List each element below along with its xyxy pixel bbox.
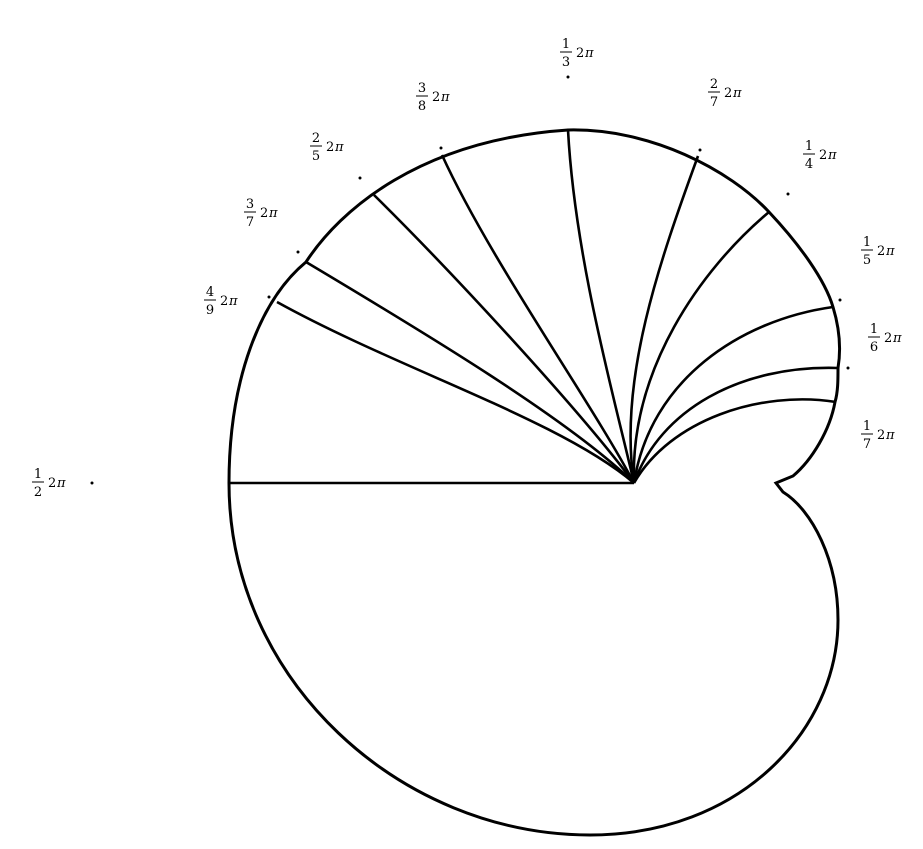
svg-text:2: 2 [884, 331, 892, 346]
label-sixth: 1 6 2 π [868, 322, 902, 355]
spoke-three-eighth [440, 154, 636, 484]
svg-text:π: π [584, 46, 594, 61]
svg-text:2: 2 [819, 148, 827, 163]
svg-text:π: π [228, 294, 238, 309]
svg-text:7: 7 [246, 215, 254, 230]
svg-text:7: 7 [710, 95, 718, 110]
svg-text:4: 4 [206, 285, 214, 300]
svg-text:π: π [885, 244, 895, 259]
svg-text:π: π [827, 148, 837, 163]
label-half: 1 2 2 π [32, 467, 66, 500]
label-two-fifth: 2 5 2 π [310, 131, 344, 164]
svg-text:4: 4 [805, 157, 813, 172]
svg-text:2: 2 [877, 244, 885, 259]
svg-text:1: 1 [863, 235, 871, 250]
svg-text:9: 9 [206, 303, 214, 318]
svg-text:1: 1 [805, 139, 813, 154]
label-seventh: 1 7 2 π [861, 419, 895, 452]
svg-text:2: 2 [710, 77, 718, 92]
svg-text:π: π [732, 86, 742, 101]
svg-text:6: 6 [870, 340, 878, 355]
svg-text:8: 8 [418, 99, 426, 114]
spoke-two-seventh [629, 155, 700, 484]
shell-outline [227, 128, 842, 837]
svg-text:2: 2 [877, 428, 885, 443]
svg-text:1: 1 [34, 467, 42, 482]
spokes [229, 129, 839, 485]
svg-text:π: π [268, 206, 278, 221]
svg-text:1: 1 [870, 322, 878, 337]
spoke-quarter [632, 211, 770, 484]
svg-text:2: 2 [312, 131, 320, 146]
svg-text:2: 2 [432, 90, 440, 105]
spoke-sixth [632, 366, 839, 484]
spoke-fifth [632, 305, 834, 484]
svg-text:π: π [885, 428, 895, 443]
spoke-four-ninth [276, 300, 635, 484]
svg-text:π: π [892, 331, 902, 346]
svg-text:1: 1 [863, 419, 871, 434]
spoke-two-fifth [373, 194, 636, 484]
angle-labels: 1 3 2 π 2 7 2 π 1 4 2 π 1 5 2 π [32, 37, 902, 500]
svg-text:2: 2 [326, 140, 334, 155]
label-three-seventh: 3 7 2 π [244, 197, 278, 230]
svg-text:2: 2 [34, 485, 42, 500]
svg-text:2: 2 [576, 46, 584, 61]
marker-dots [90, 75, 850, 485]
label-three-eighth: 3 8 2 π [416, 81, 450, 114]
spoke-third [566, 129, 636, 484]
spoke-seventh [632, 398, 837, 484]
svg-text:2: 2 [260, 206, 268, 221]
label-quarter: 1 4 2 π [803, 139, 837, 172]
svg-text:5: 5 [312, 149, 320, 164]
svg-text:2: 2 [48, 476, 56, 491]
svg-text:π: π [440, 90, 450, 105]
label-fifth: 1 5 2 π [861, 235, 895, 268]
svg-text:3: 3 [418, 81, 426, 96]
svg-text:π: π [56, 476, 66, 491]
svg-text:π: π [334, 140, 344, 155]
label-third: 1 3 2 π [560, 37, 594, 70]
svg-text:7: 7 [863, 437, 871, 452]
svg-text:1: 1 [562, 37, 570, 52]
svg-text:2: 2 [220, 294, 228, 309]
svg-text:3: 3 [246, 197, 254, 212]
spoke-three-seventh [305, 260, 635, 484]
svg-text:5: 5 [863, 253, 871, 268]
label-two-seventh: 2 7 2 π [708, 77, 742, 110]
svg-text:3: 3 [562, 55, 570, 70]
label-four-ninth: 4 9 2 π [204, 285, 238, 318]
svg-text:2: 2 [724, 86, 732, 101]
